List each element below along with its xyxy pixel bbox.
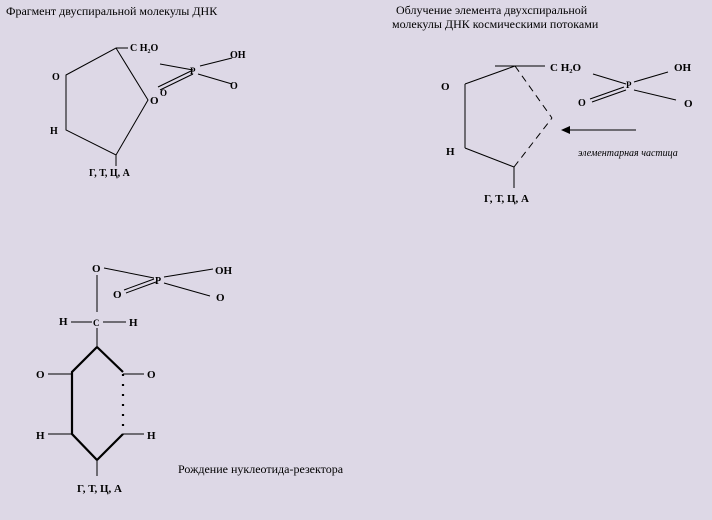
nuc-ring-bottom-right — [96, 433, 124, 461]
birth-caption: Рождение нуклеотида-резектора — [178, 462, 344, 476]
irr-bond-bottom — [464, 147, 515, 168]
nuc-oh: OH — [215, 265, 233, 277]
irr-ch2o: C H₂O — [550, 62, 582, 74]
fragment-o-left: O — [52, 72, 60, 83]
nuc-o-dbl: O — [113, 289, 122, 301]
irradiation-caption-line2: молекулы ДНК космическими потоками — [392, 17, 599, 31]
fragment-oh: OH — [230, 50, 246, 61]
fragment-ch2o: C H₂O — [130, 43, 158, 54]
fragment-caption: Фрагмент двуспиральной молекулы ДНК — [6, 4, 218, 18]
irr-dashed-bond-upper — [514, 65, 553, 119]
fragment-h-left: H — [50, 126, 58, 137]
fragment-dbl-bond-b — [157, 70, 192, 88]
irr-bond-top-left — [464, 65, 516, 85]
irr-bases: Г, Т, Ц, А — [484, 193, 529, 205]
nuc-bond-p-oh — [163, 268, 214, 278]
nuc-ring-h-left: H — [36, 430, 45, 442]
nuc-c: C — [93, 318, 100, 328]
nuc-dbl-bond-a — [125, 281, 157, 294]
nuc-bases: Г, Т, Ц, А — [77, 483, 122, 495]
particle-label: элементарная частица — [578, 148, 678, 159]
nuc-bond-o-p — [103, 267, 155, 279]
irr-o-right: O — [684, 98, 693, 110]
fragment-bond-p-oh — [199, 57, 233, 67]
fragment-o-ring: O — [150, 95, 159, 107]
irr-dbl-bond-b — [589, 86, 625, 100]
fragment-bases: Г, Т, Ц, А — [89, 168, 131, 179]
fragment-o-bot: O — [230, 81, 238, 92]
fragment-molecule — [65, 47, 233, 166]
irradiated-molecule — [464, 65, 677, 188]
nuc-ring-top-right — [96, 346, 124, 373]
fragment-bond-o-p — [159, 63, 194, 71]
irr-h-left: H — [446, 146, 455, 158]
fragment-o-dbl: O — [160, 88, 167, 98]
irr-dashed-bond-lower — [513, 117, 553, 168]
nuc-dbl-bond-b — [123, 278, 155, 291]
irr-bond-p-oh — [633, 71, 669, 83]
nuc-ring-left-side — [70, 346, 98, 461]
nuc-p: P — [155, 276, 161, 287]
nuc-o-top: O — [92, 263, 101, 275]
fragment-ring — [65, 47, 149, 156]
nuc-h-right: H — [129, 317, 138, 329]
irr-o-dbl: O — [578, 98, 586, 109]
irr-oh: OH — [674, 62, 692, 74]
nuc-ring-o-left: O — [36, 369, 45, 381]
nuc-o-right: O — [216, 292, 225, 304]
irr-p: P — [626, 80, 632, 90]
irr-o-left: O — [441, 81, 450, 93]
irradiation-caption-line1: Облучение элемента двухспиральной — [396, 3, 588, 17]
nuc-ring-o-right: O — [147, 369, 156, 381]
nuc-h-left: H — [59, 316, 68, 328]
nuc-bond-p-o — [163, 282, 211, 297]
fragment-dbl-bond-a — [159, 73, 194, 91]
irr-bond-o-p — [592, 73, 627, 85]
fragment-bond-p-o — [197, 73, 233, 85]
particle-arrow-head — [561, 126, 570, 134]
nucleotide-molecule — [48, 267, 214, 476]
irr-bond-p-o — [633, 89, 677, 101]
nuc-ring-h-right: H — [147, 430, 156, 442]
fragment-p: P — [190, 66, 196, 76]
irr-dbl-bond-a — [591, 89, 627, 103]
